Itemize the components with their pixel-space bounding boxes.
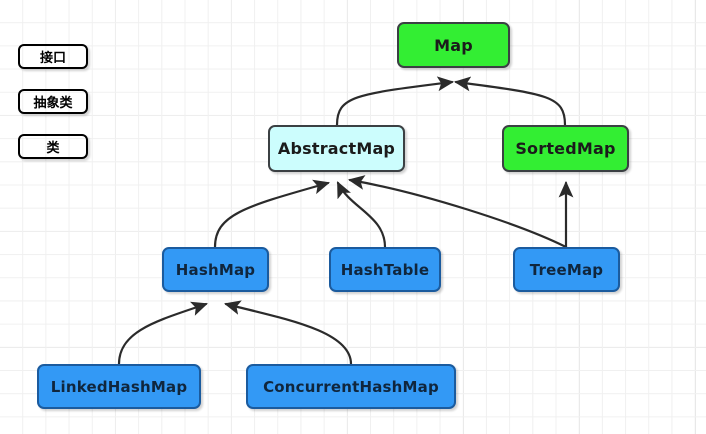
- class-node-label: Map: [434, 35, 473, 55]
- legend-item-klass: 类: [18, 134, 88, 159]
- legend-item-interface: 接口: [18, 44, 88, 69]
- edge-concurrenthashmap-to-hashmap: [224, 300, 353, 366]
- class-node-label: ConcurrentHashMap: [263, 377, 439, 396]
- edge-abstractmap-to-map: [335, 76, 455, 127]
- edge-hashmap-to-abstractmap: [213, 179, 330, 249]
- class-node-label: SortedMap: [515, 139, 616, 158]
- legend-item-label: 抽象类: [33, 96, 73, 111]
- edge-linkedhashmap-to-hashmap: [117, 301, 208, 366]
- class-node-linkedhashmap[interactable]: LinkedHashMap: [37, 364, 201, 409]
- class-node-label: AbstractMap: [277, 139, 396, 158]
- class-node-label: HashTable: [340, 260, 430, 279]
- edge-sortedmap-to-map: [453, 76, 567, 127]
- class-node-abstractmap[interactable]: AbstractMap: [268, 125, 405, 172]
- legend-item-label: 接口: [39, 51, 66, 66]
- class-node-map[interactable]: Map: [397, 22, 510, 68]
- edge-paths: [117, 76, 574, 366]
- edge-treemap-to-abstractmap: [347, 175, 568, 249]
- class-node-sortedmap[interactable]: SortedMap: [502, 125, 629, 172]
- edge-hashtable-to-abstractmap: [336, 181, 387, 249]
- class-node-label: TreeMap: [529, 260, 604, 279]
- class-node-hashmap[interactable]: HashMap: [162, 247, 269, 292]
- legend-item-abstract: 抽象类: [18, 89, 88, 114]
- class-node-label: LinkedHashMap: [50, 377, 188, 396]
- class-node-label: HashMap: [175, 260, 256, 279]
- class-node-hashtable[interactable]: HashTable: [329, 247, 441, 292]
- class-node-concurrenthashmap[interactable]: ConcurrentHashMap: [246, 364, 456, 409]
- legend-item-label: 类: [46, 141, 60, 156]
- class-node-treemap[interactable]: TreeMap: [513, 247, 620, 292]
